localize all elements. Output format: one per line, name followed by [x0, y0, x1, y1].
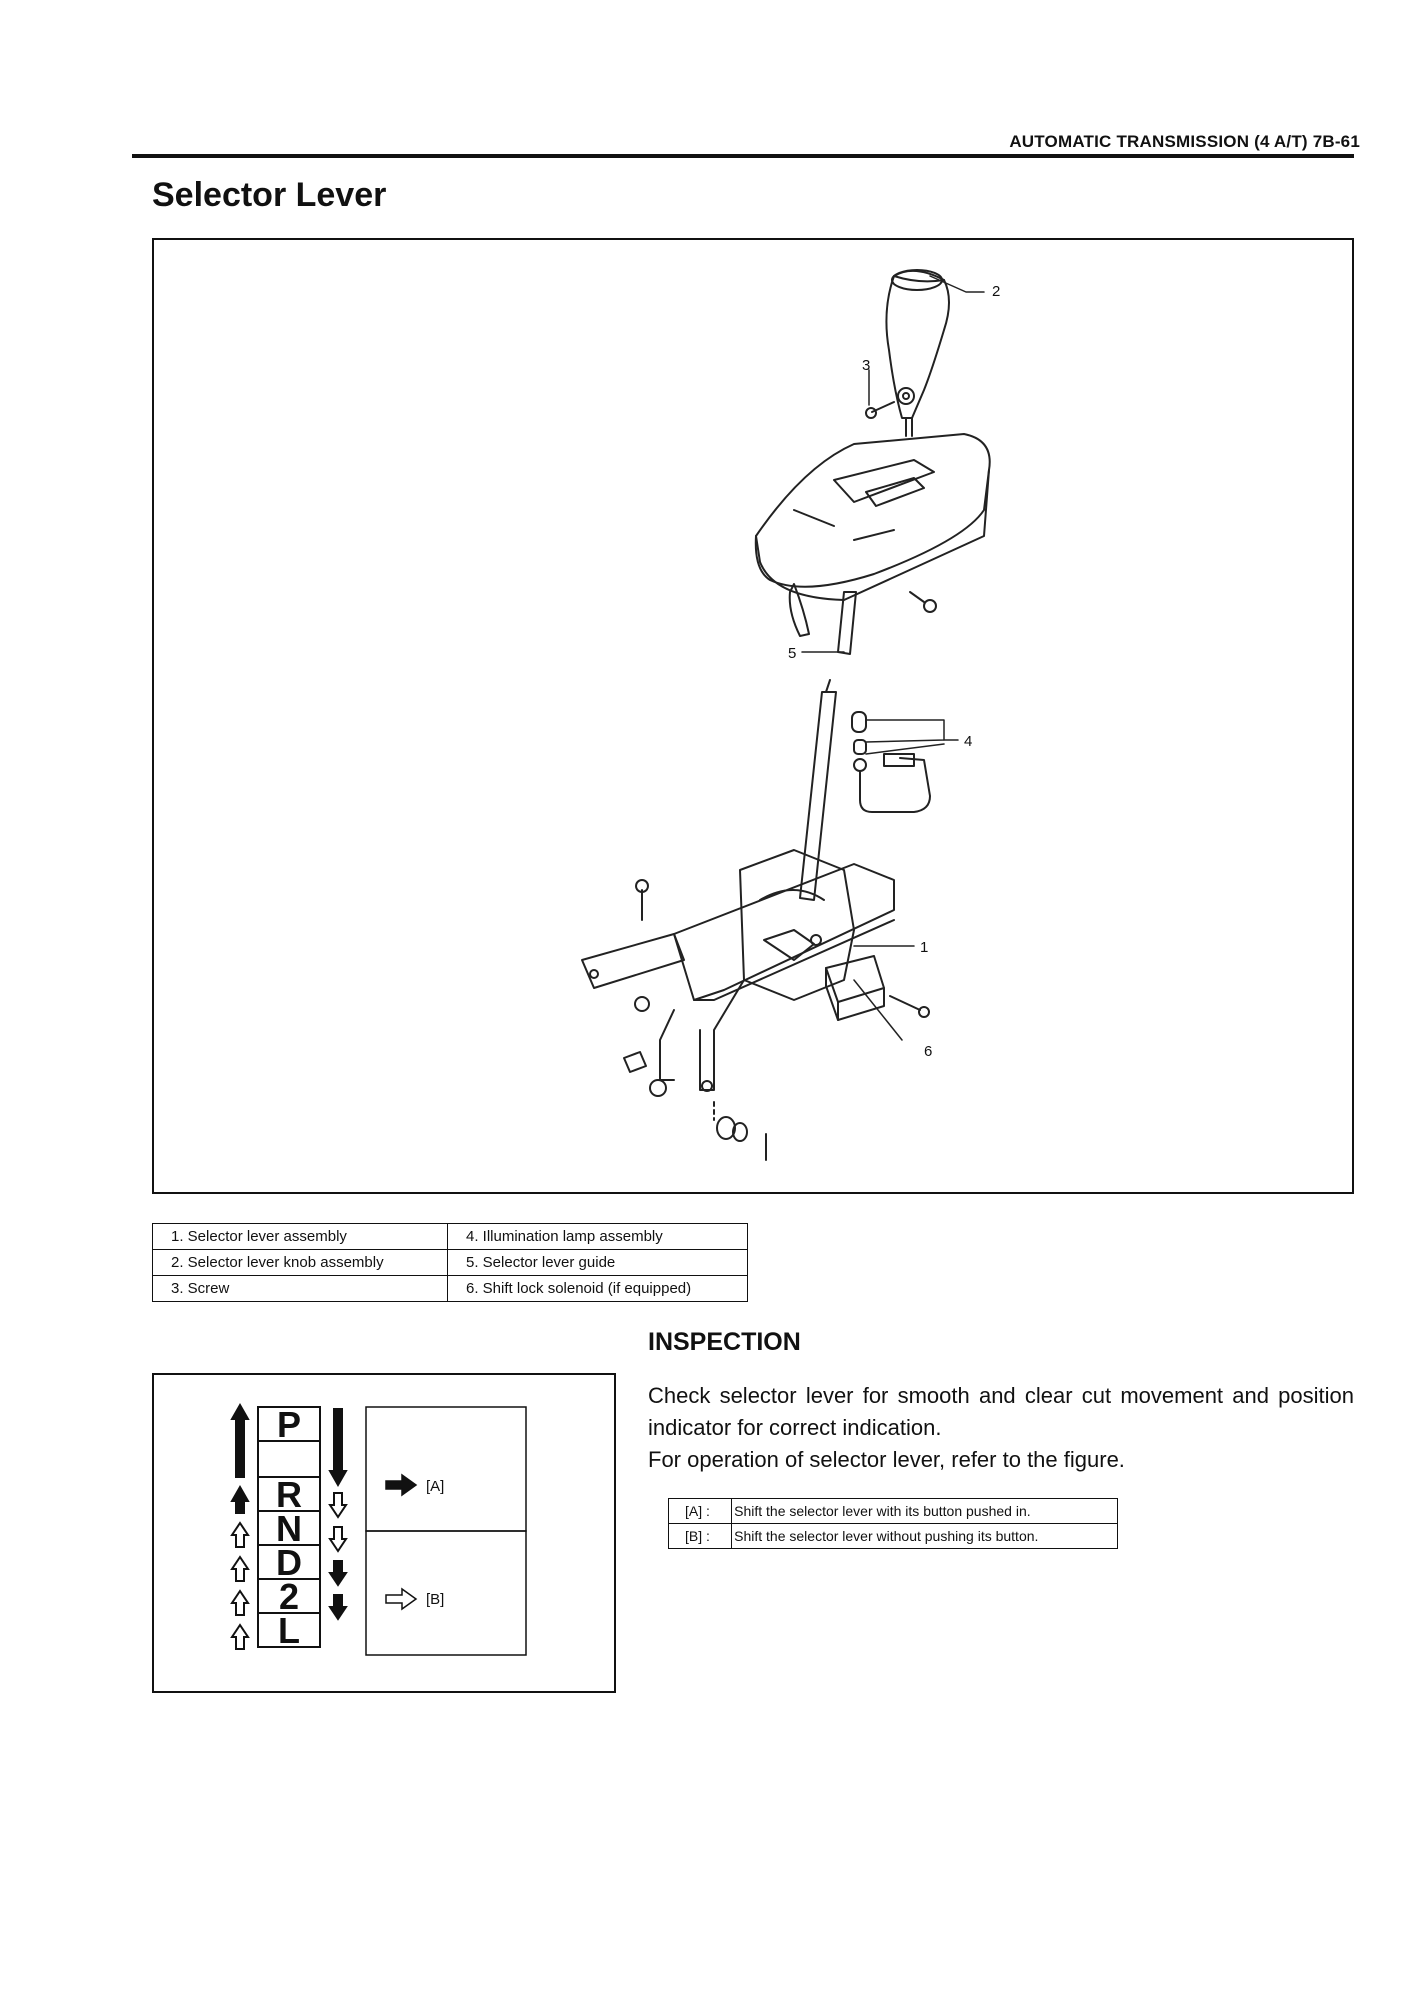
lever-rod-drawing	[799, 679, 837, 901]
inspection-paragraph: For operation of selector lever, refer t…	[648, 1447, 1125, 1472]
hollow-up-arrow-icon	[230, 1521, 250, 1548]
hollow-down-arrow-icon	[328, 1526, 348, 1553]
callout-2: 2	[992, 283, 1000, 300]
key-description: Shift the selector lever with its button…	[731, 1498, 1118, 1524]
key-label: [B] :	[667, 1523, 733, 1549]
knob-drawing	[885, 269, 950, 437]
parts-legend-table: 1. Selector lever assembly 4. Illuminati…	[152, 1223, 748, 1302]
cover-drawing	[754, 433, 991, 601]
selector-lever-exploded-drawing: 2 3 5 4 1 6	[581, 269, 1000, 1161]
right-arrows	[328, 1408, 348, 1621]
table-row: [B] : Shift the selector lever without p…	[667, 1523, 1118, 1549]
solid-down-arrow-icon	[328, 1560, 348, 1587]
key-label: [A] :	[667, 1498, 733, 1524]
table-row: 3. Screw 6. Shift lock solenoid (if equi…	[152, 1275, 748, 1302]
screw-drawing	[865, 387, 915, 419]
left-arrows	[230, 1402, 250, 1650]
gear-labels: P R N D 2 L	[276, 1404, 302, 1651]
callout-labels: 2 3 5 4 1 6	[788, 283, 1000, 1060]
callout-3: 3	[862, 357, 870, 374]
legend-cell: 2. Selector lever knob assembly	[152, 1249, 448, 1276]
gear-r-label: R	[276, 1474, 302, 1515]
gear-d-label: D	[276, 1542, 302, 1583]
inspection-heading: INSPECTION	[648, 1328, 801, 1356]
table-row: 2. Selector lever knob assembly 5. Selec…	[152, 1249, 748, 1276]
inspection-paragraph: Check selector lever for smooth and clea…	[648, 1383, 1354, 1440]
gear-2-label: 2	[279, 1576, 299, 1617]
gear-l-label: L	[278, 1610, 300, 1651]
hollow-up-arrow-icon	[230, 1623, 250, 1650]
callout-4: 4	[964, 733, 972, 750]
hollow-up-arrow-icon	[230, 1555, 250, 1582]
legend-cell: 1. Selector lever assembly	[152, 1223, 448, 1250]
bolt-drawing	[909, 591, 937, 613]
table-row: [A] : Shift the selector lever with its …	[667, 1498, 1118, 1524]
page-title: Selector Lever	[152, 176, 387, 214]
washers-drawing	[713, 1101, 767, 1161]
key-panel	[365, 1406, 527, 1656]
shift-key-table: [A] : Shift the selector lever with its …	[667, 1498, 1118, 1549]
key-a-label: [A]	[426, 1478, 444, 1495]
hollow-right-arrow-icon	[385, 1587, 418, 1611]
gear-p-label: P	[277, 1404, 301, 1445]
legend-cell: 4. Illumination lamp assembly	[447, 1223, 748, 1250]
solid-down-arrow-icon	[328, 1408, 348, 1488]
solid-up-arrow-icon	[230, 1484, 250, 1514]
key-description: Shift the selector lever without pushing…	[731, 1523, 1118, 1549]
table-row: 1. Selector lever assembly 4. Illuminati…	[152, 1223, 748, 1250]
callout-6: 6	[924, 1043, 932, 1060]
gear-n-label: N	[276, 1508, 302, 1549]
page-header: AUTOMATIC TRANSMISSION (4 A/T) 7B-61	[1009, 132, 1360, 151]
hollow-up-arrow-icon	[230, 1589, 250, 1616]
header-rule	[132, 154, 1354, 158]
gear-gate	[257, 1406, 321, 1648]
legend-cell: 6. Shift lock solenoid (if equipped)	[447, 1275, 748, 1302]
key-b-label: [B]	[426, 1591, 444, 1608]
solid-up-arrow-icon	[230, 1402, 250, 1478]
hollow-down-arrow-icon	[328, 1492, 348, 1519]
inspection-body: Check selector lever for smooth and clea…	[648, 1380, 1354, 1476]
exploded-view-figure: 2 3 5 4 1 6	[152, 238, 1354, 1194]
solenoid-drawing	[825, 955, 930, 1021]
legend-cell: 3. Screw	[152, 1275, 448, 1302]
leader-lines	[801, 275, 985, 1041]
shift-pattern-drawing: P R N D 2 L [A]	[230, 1402, 527, 1656]
solid-down-arrow-icon	[328, 1594, 348, 1621]
callout-1: 1	[920, 939, 928, 956]
guide-drawing	[788, 583, 857, 655]
base-bracket-drawing	[581, 849, 895, 1092]
lamp-drawing	[851, 711, 931, 813]
shift-pattern-figure: P R N D 2 L [A]	[152, 1373, 616, 1693]
callout-5: 5	[788, 645, 796, 662]
left-bolts-drawing	[623, 879, 667, 1097]
legend-cell: 5. Selector lever guide	[447, 1249, 748, 1276]
solid-right-arrow-icon	[385, 1473, 418, 1497]
